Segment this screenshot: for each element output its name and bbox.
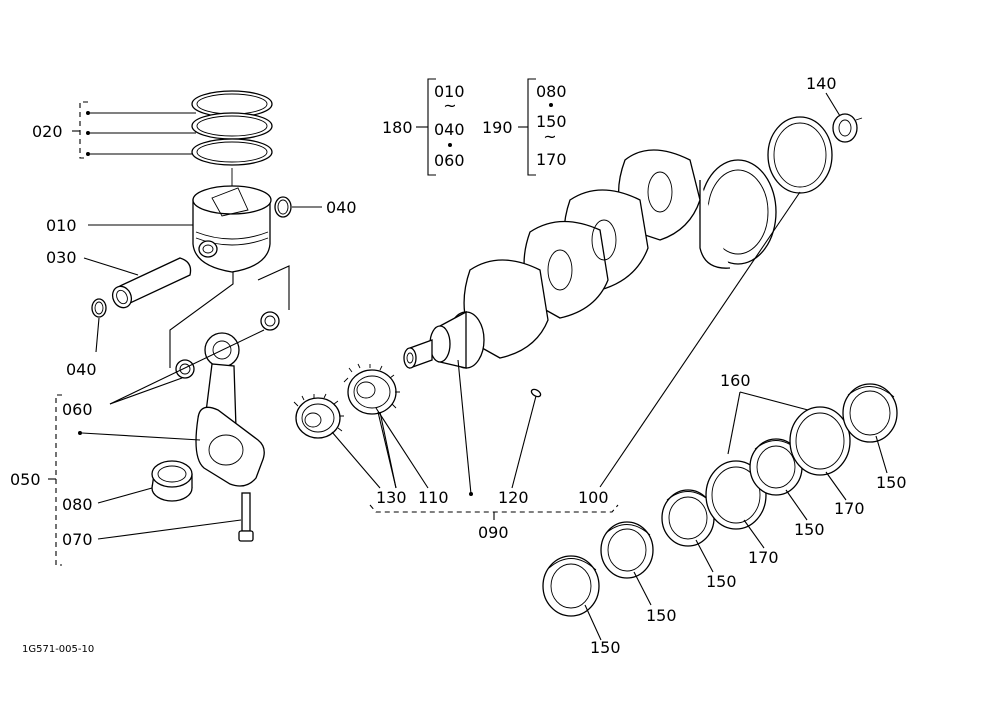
crankshaft-seal-ring (767, 116, 833, 194)
thrust-washer-1 (705, 460, 767, 530)
feather-key (530, 388, 542, 398)
piston-rings (191, 90, 273, 186)
callout-labels: 020 010 030 040 040 060 050 080 070 180 … (10, 74, 907, 657)
label-110: 110 (418, 488, 449, 507)
main-bearing-3 (661, 489, 715, 547)
label-120: 120 (498, 488, 529, 507)
label-030: 030 (46, 248, 77, 267)
label-010: 010 (46, 216, 77, 235)
thrust-washer-2 (789, 406, 851, 476)
label-180: 180 (382, 118, 413, 137)
label-040-right: 040 (326, 198, 357, 217)
piston-rings-bracket (72, 101, 196, 159)
kit-190-item-3: 170 (536, 150, 567, 169)
small-end-bushing-lower (175, 359, 195, 379)
diagram-id: 1G571-005-10 (22, 644, 94, 655)
connecting-rod-bolt (238, 492, 254, 542)
connecting-rod-bracket (48, 394, 201, 566)
label-170-b: 170 (834, 499, 865, 518)
kit-190-item-1: 080 (536, 82, 567, 101)
label-070: 070 (62, 530, 93, 549)
main-bearing-1 (542, 555, 600, 617)
small-end-bushing-upper (260, 311, 280, 331)
snap-ring-left (91, 298, 107, 318)
kit-190-sep-tilde: ~ (543, 127, 556, 146)
main-bearing-2 (600, 521, 654, 579)
label-040-left: 040 (66, 360, 97, 379)
label-150-e: 150 (876, 473, 907, 492)
label-080: 080 (62, 495, 93, 514)
label-050: 050 (10, 470, 41, 489)
label-170-a: 170 (748, 548, 779, 567)
snap-ring-right (274, 196, 292, 218)
crankshaft (403, 149, 777, 369)
label-060: 060 (62, 400, 93, 419)
label-020: 020 (32, 122, 63, 141)
crank-pin-bearing (151, 460, 193, 502)
leaders-left (83, 206, 322, 540)
pilot-bearing (832, 113, 863, 143)
kit-180-sep-tilde: ~ (443, 96, 456, 115)
label-140: 140 (806, 74, 837, 93)
label-090: 090 (478, 523, 509, 542)
label-150-d: 150 (794, 520, 825, 539)
crankshaft-gear-130 (293, 393, 344, 439)
crankshaft-assembly-bracket (369, 504, 619, 520)
piston-pin (111, 257, 192, 309)
label-150-b: 150 (646, 606, 677, 625)
label-130: 130 (376, 488, 407, 507)
label-100: 100 (578, 488, 609, 507)
kit-190-item-2: 150 (536, 112, 567, 131)
label-190: 190 (482, 118, 513, 137)
kit-bracket-180: ~ (416, 78, 457, 176)
label-150-c: 150 (706, 572, 737, 591)
label-160: 160 (720, 371, 751, 390)
leaders-right (331, 92, 888, 641)
kit-180-item-2: 040 (434, 120, 465, 139)
crankshaft-gear-110 (343, 363, 400, 415)
kit-180-item-1: 010 (434, 82, 465, 101)
piston (192, 185, 272, 273)
piston-rod-connector (169, 265, 290, 368)
label-150-a: 150 (590, 638, 621, 657)
main-bearing-5 (842, 383, 898, 443)
kit-180-item-3: 060 (434, 151, 465, 170)
kit-bracket-190: ~ (518, 78, 557, 176)
connecting-rod (195, 332, 265, 487)
